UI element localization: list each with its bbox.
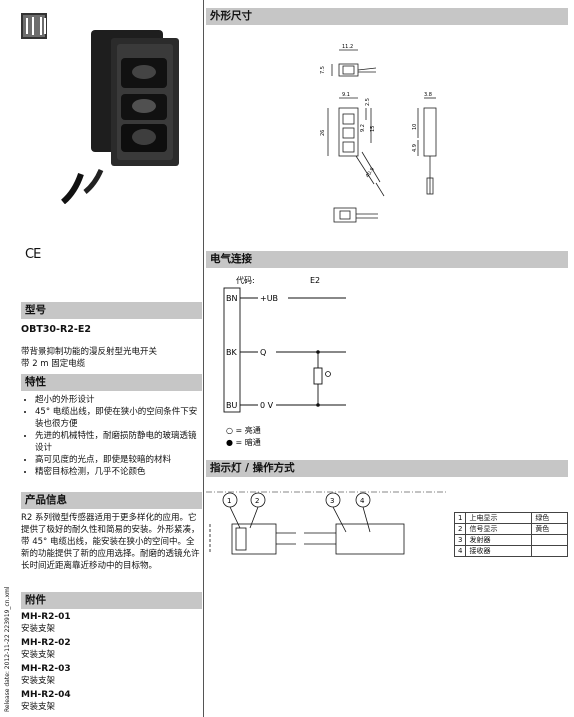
- ce-mark: CE: [25, 247, 41, 262]
- feature-item: 精密目标检测，几乎不论颜色: [35, 466, 202, 478]
- indicator-heading: 指示灯 / 操作方式: [206, 460, 568, 477]
- wire-bu-label: BU: [226, 401, 237, 410]
- info-section: 产品信息 R2 系列微型传感器适用于更多样化的应用。它提供了极好的耐久性和简易的…: [21, 492, 202, 572]
- dim-c: 9.2: [360, 124, 366, 132]
- table-row: 3 发射器: [453, 534, 568, 546]
- column-divider: [203, 0, 204, 717]
- table-row: 4 接收器: [453, 545, 568, 557]
- dim-side-width: 3.8: [424, 92, 432, 98]
- accessory-name: MH-R2-01: [21, 612, 71, 622]
- release-date-note: Release date: 2012-11-22 223919_cn.xml: [4, 586, 11, 712]
- model-cable: 带 2 m 固定电缆: [21, 359, 86, 369]
- type-heading: 型号: [21, 302, 202, 319]
- wire-bn-label: BN: [226, 294, 237, 303]
- accessory-desc: 安装支架: [21, 676, 56, 686]
- feature-item: 先进的机械特性，耐磨损防静电的玻璃透镜设计: [35, 430, 202, 454]
- left-column: CE 型号 OBT30-R2-E2 带背景抑制功能的漫反射型光电开关 带 2 m…: [21, 0, 202, 717]
- dim-angle-length: 40.9: [365, 167, 376, 180]
- feature-item: 超小的外形设计: [35, 394, 202, 406]
- wiring-code-value: E2: [310, 276, 320, 285]
- dimensions-drawing: 11.2 7.5 9.1 26 2.5 15 9.2 40.9 3.8 10 4…: [320, 44, 437, 223]
- callout-4: 4: [360, 497, 365, 505]
- dim-side-small: 4.9: [412, 144, 418, 152]
- indicator-drawing: 1 2 3 4: [206, 491, 446, 555]
- wiring-code-label: 代码:: [236, 275, 255, 285]
- accessory-desc: 安装支架: [21, 702, 56, 712]
- wire-bu-signal: 0 V: [260, 401, 274, 410]
- table-row: 1 上电显示 绿色: [453, 512, 568, 524]
- info-text: R2 系列微型传感器适用于更多样化的应用。它提供了极好的耐久性和简易的安装。外形…: [21, 513, 200, 571]
- pepperl-logo-icon: [21, 13, 47, 39]
- dim-b: 15: [370, 126, 376, 132]
- features-heading: 特性: [21, 374, 202, 391]
- wire-bk-label: BK: [226, 348, 237, 357]
- accessories-heading: 附件: [21, 592, 202, 609]
- wire-bn-signal: +UB: [260, 294, 278, 303]
- dim-front-height: 26: [320, 130, 326, 136]
- accessory-name: MH-R2-04: [21, 690, 71, 700]
- model-number: OBT30-R2-E2: [21, 324, 91, 335]
- accessory-name: MH-R2-03: [21, 664, 71, 674]
- callout-3: 3: [330, 497, 334, 505]
- dim-top-width: 11.2: [342, 44, 353, 50]
- wiring-diagram: 代码: E2 BN +UB BK Q BU 0 V ○ = 亮通 ● = 暗通: [223, 275, 346, 447]
- accessory-desc: 安装支架: [21, 624, 56, 634]
- features-section: 特性 超小的外形设计 45° 电缆出线，即使在狭小的空间条件下安装也很方便 先进…: [21, 374, 202, 478]
- model-description: 带背景抑制功能的漫反射型光电开关: [21, 347, 158, 357]
- feature-item: 45° 电缆出线，即使在狭小的空间条件下安装也很方便: [35, 406, 202, 430]
- dim-top-height: 7.5: [320, 66, 326, 74]
- features-list: 超小的外形设计 45° 电缆出线，即使在狭小的空间条件下安装也很方便 先进的机械…: [21, 394, 202, 478]
- legend-light-on: ○ = 亮通: [226, 425, 261, 435]
- callout-2: 2: [255, 497, 259, 505]
- dim-a: 2.5: [365, 98, 371, 106]
- indicator-table: 1 上电显示 绿色 2 信号显示 黄色 3 发射器 4 接收器: [453, 512, 568, 557]
- feature-item: 高可见度的光点，即使是较暗的材料: [35, 454, 202, 466]
- sensor-photo: [61, 30, 179, 204]
- dimensions-heading: 外形尺寸: [206, 8, 568, 25]
- electrical-heading: 电气连接: [206, 251, 568, 268]
- accessory-name: MH-R2-02: [21, 638, 71, 648]
- accessory-desc: 安装支架: [21, 650, 56, 660]
- right-column: 外形尺寸: [206, 0, 568, 717]
- legend-dark-on: ● = 暗通: [226, 437, 261, 447]
- dim-side-height: 10: [412, 124, 418, 130]
- wire-bk-signal: Q: [260, 348, 266, 357]
- table-row: 2 信号显示 黄色: [453, 523, 568, 535]
- callout-1: 1: [227, 497, 231, 505]
- info-heading: 产品信息: [21, 492, 202, 509]
- type-section: 型号 OBT30-R2-E2 带背景抑制功能的漫反射型光电开关 带 2 m 固定…: [21, 302, 202, 370]
- accessories-section: 附件 MH-R2-01 安装支架 MH-R2-02 安装支架 MH-R2-03 …: [21, 592, 202, 713]
- dim-front-width: 9.1: [342, 92, 350, 98]
